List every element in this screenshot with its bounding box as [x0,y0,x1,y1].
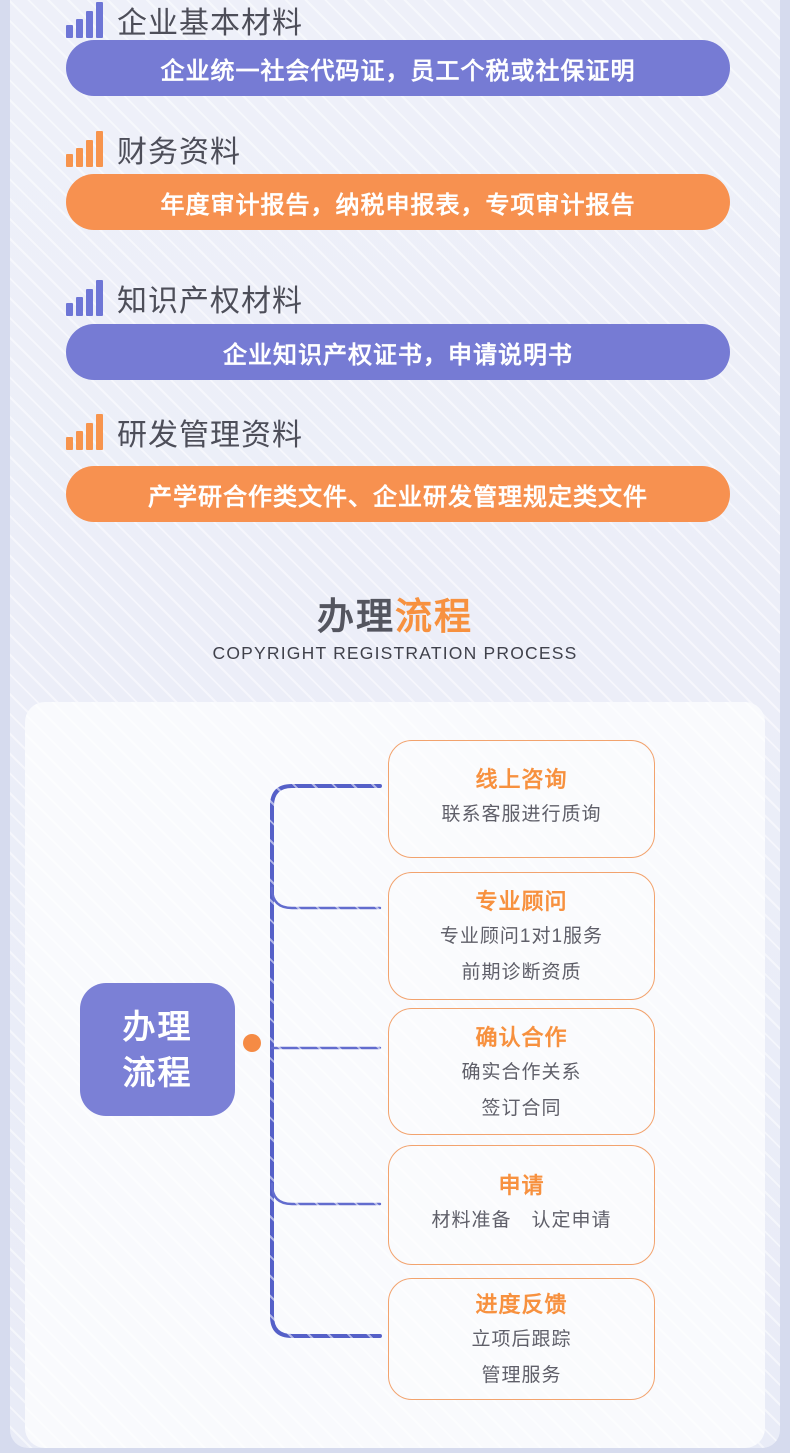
step-title: 申请 [498,1173,545,1198]
flow-root-box: 办理 流程 [80,983,235,1116]
step-title: 进度反馈 [475,1292,568,1317]
section-title: 研发管理资料 [117,419,303,452]
flow-step-confirm-cooperation: 确认合作 确实合作关系 签订合同 [388,1008,655,1135]
step-title: 确认合作 [475,1024,568,1050]
bar-chart-icon [66,280,103,316]
section-title: 财务资料 [117,136,241,169]
section-title: 企业基本材料 [117,7,303,40]
bar-chart-icon [66,2,103,38]
process-subtitle: COPYRIGHT REGISTRATION PROCESS [212,643,578,663]
flow-root-line2: 流程 [122,1053,193,1091]
step-line: 管理服务 [481,1365,562,1386]
flow-step-online-consult: 线上咨询 联系客服进行质询 [388,740,655,858]
process-title: 办理流程 [0,586,790,640]
step-line: 立项后跟踪 [471,1329,572,1350]
step-line: 签订合同 [481,1097,562,1119]
step-line: 联系客服进行质询 [441,804,602,825]
flow-connector-lines [270,784,382,1338]
flow-chart-card: 办理 流程 线上咨询 联系客服进行质询 专业顾问 专业顾问1对1服务 前期诊断资… [25,702,765,1448]
material-pill: 企业知识产权证书，申请说明书 [66,324,730,380]
flow-root-line1: 办理 [122,1007,193,1045]
process-title-dark: 办理 [317,596,395,637]
step-line: 专业顾问1对1服务 [439,926,604,947]
step-line: 材料准备 认定申请 [431,1210,612,1231]
step-line: 前期诊断资质 [461,962,582,983]
bar-chart-icon [66,414,103,450]
material-pill: 产学研合作类文件、企业研发管理规定类文件 [66,466,730,522]
step-title: 专业顾问 [475,889,568,914]
flow-step-professional-advisor: 专业顾问 专业顾问1对1服务 前期诊断资质 [388,872,655,1000]
bar-chart-icon [66,131,103,167]
process-title-accent: 流程 [395,596,473,637]
step-line: 确实合作关系 [461,1061,582,1083]
step-title: 线上咨询 [475,767,568,792]
material-pill: 年度审计报告，纳税申报表，专项审计报告 [66,174,730,230]
connector-dot [243,1034,261,1052]
flow-step-apply: 申请 材料准备 认定申请 [388,1145,655,1265]
material-pill: 企业统一社会代码证，员工个税或社保证明 [66,40,730,96]
flow-step-progress-feedback: 进度反馈 立项后跟踪 管理服务 [388,1278,655,1400]
section-title: 知识产权材料 [117,285,303,318]
